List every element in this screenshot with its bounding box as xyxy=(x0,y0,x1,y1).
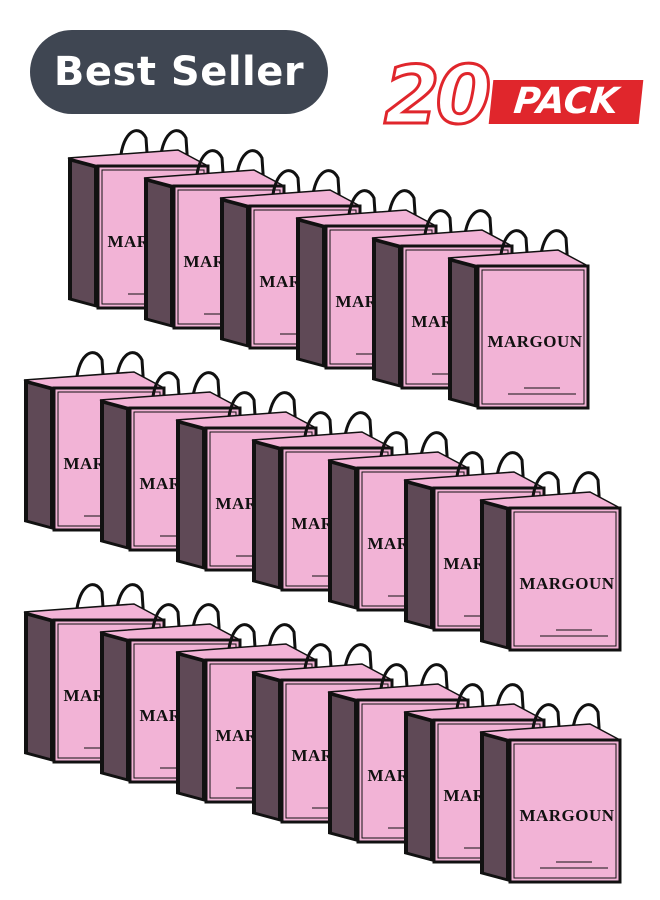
shopping-bag: MARGOUN xyxy=(479,702,622,884)
pack-count: 20 xyxy=(382,49,492,142)
shopping-bag: MARGOUN xyxy=(447,228,590,410)
best-seller-label: Best Seller xyxy=(53,49,305,95)
bag-brand-label: MARGOUN xyxy=(519,574,615,593)
best-seller-badge: Best Seller xyxy=(30,30,328,114)
shopping-bag: MARGOUN xyxy=(479,470,622,652)
bag-brand-label: MARGOUN xyxy=(487,332,583,351)
bag-brand-label: MARGOUN xyxy=(519,806,615,825)
